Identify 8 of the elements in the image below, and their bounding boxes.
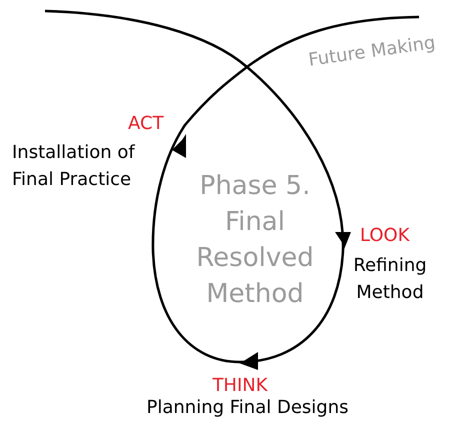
step-label: LOOK [360,224,411,248]
center-title: Phase 5. Final Resolved Method [195,170,315,311]
step-description: Refining Method [352,254,428,305]
step-label: THINK [211,374,269,398]
step-description: Installation of Final Practice [12,141,136,192]
step-label: ACT [128,112,165,136]
step-description: Planning Final Designs [146,396,350,420]
phase-label: Future Making [307,31,437,72]
